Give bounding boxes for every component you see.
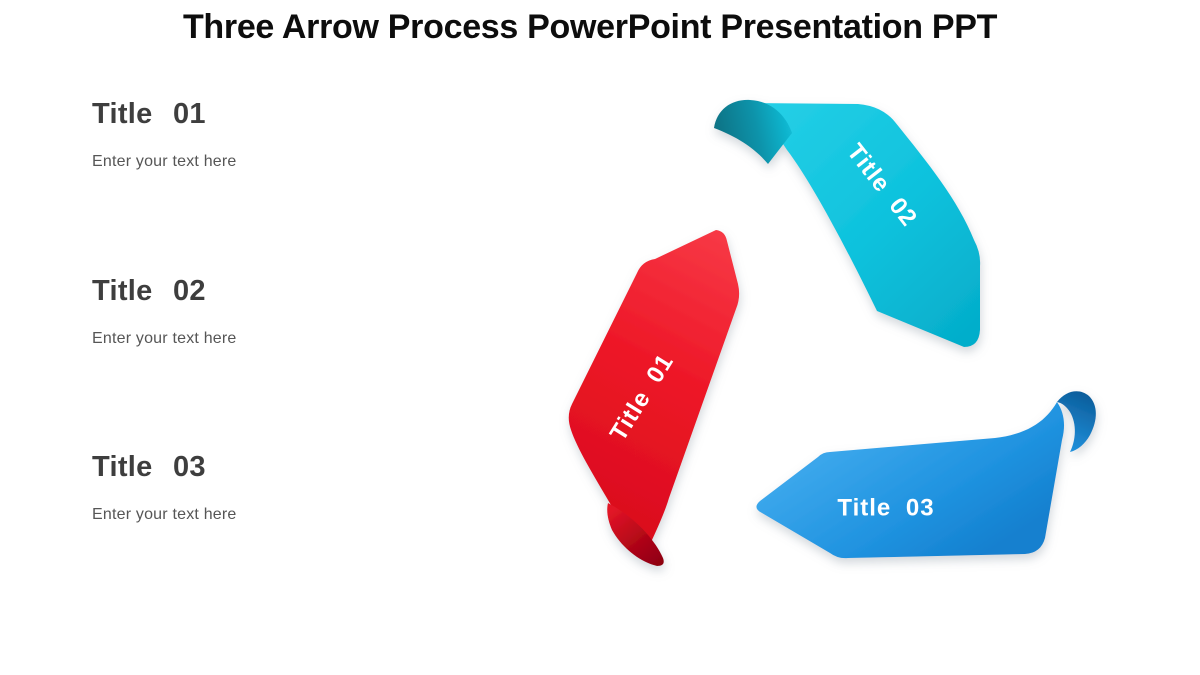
arrow-ribbon-1-fold — [607, 503, 664, 566]
slide-title: Three Arrow Process PowerPoint Presentat… — [182, 8, 998, 46]
arrow-ribbon-1-body — [568, 230, 740, 543]
text-block-1: Title 01 Enter your text here — [92, 98, 237, 171]
text-block-2-placeholder: Enter your text here — [92, 330, 237, 347]
arrow-ribbon-3-body — [756, 402, 1065, 559]
text-block-1-title: Title 01 — [92, 98, 206, 130]
arrow-ribbon-2: Title 02 — [714, 99, 981, 347]
text-block-3-placeholder: Enter your text here — [92, 506, 237, 523]
arrow-ribbon-2-fold — [714, 99, 792, 164]
text-block-1-placeholder: Enter your text here — [92, 153, 237, 170]
text-block-2-title: Title 02 — [92, 275, 206, 307]
arrow-ribbon-3: Title 03 — [756, 391, 1096, 559]
arrow-ribbon-2-body — [750, 103, 981, 347]
arrow-ribbon-1: Title 01 — [568, 230, 740, 566]
text-block-2: Title 02 Enter your text here — [92, 275, 237, 348]
text-block-3-title: Title 03 — [92, 451, 206, 483]
text-block-3: Title 03 Enter your text here — [92, 451, 237, 524]
arrow-ribbon-3-fold — [1057, 391, 1096, 452]
arrow-ribbon-3-label: Title 03 — [837, 494, 934, 521]
